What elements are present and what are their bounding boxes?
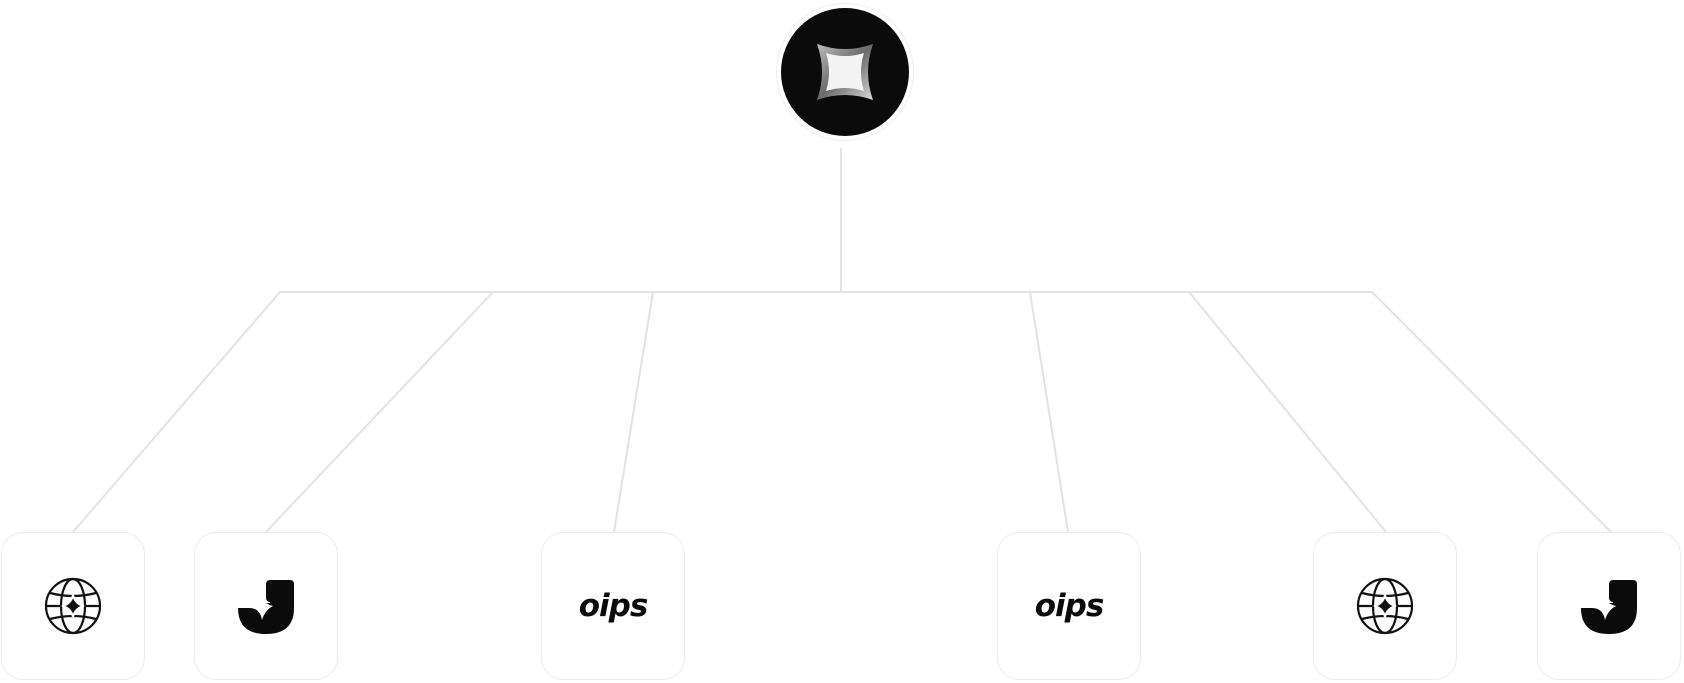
oips-wordmark: oips bbox=[1034, 587, 1105, 624]
connector-node-5 bbox=[1188, 291, 1387, 533]
sparkle-square-logo-icon bbox=[817, 44, 873, 100]
node-card-1 bbox=[1, 532, 145, 680]
node-card-5 bbox=[1313, 532, 1457, 680]
connector-node-3 bbox=[613, 291, 654, 533]
globe-sparkle-icon bbox=[43, 576, 103, 636]
node-card-2 bbox=[194, 532, 338, 680]
connector-node-6 bbox=[1371, 291, 1612, 533]
oips-wordmark: oips bbox=[578, 587, 649, 624]
connector-node-2 bbox=[265, 291, 494, 533]
hub-logo-node bbox=[777, 4, 913, 140]
j-drop-logo-icon bbox=[1579, 576, 1639, 636]
connector-node-1 bbox=[72, 291, 281, 533]
j-drop-logo-icon bbox=[236, 576, 296, 636]
connector-node-4 bbox=[1029, 291, 1069, 533]
node-card-4: oips bbox=[997, 532, 1141, 680]
hub-logo-disc bbox=[781, 8, 909, 136]
node-card-6 bbox=[1537, 532, 1681, 680]
node-card-3: oips bbox=[541, 532, 685, 680]
globe-sparkle-icon bbox=[1355, 576, 1415, 636]
